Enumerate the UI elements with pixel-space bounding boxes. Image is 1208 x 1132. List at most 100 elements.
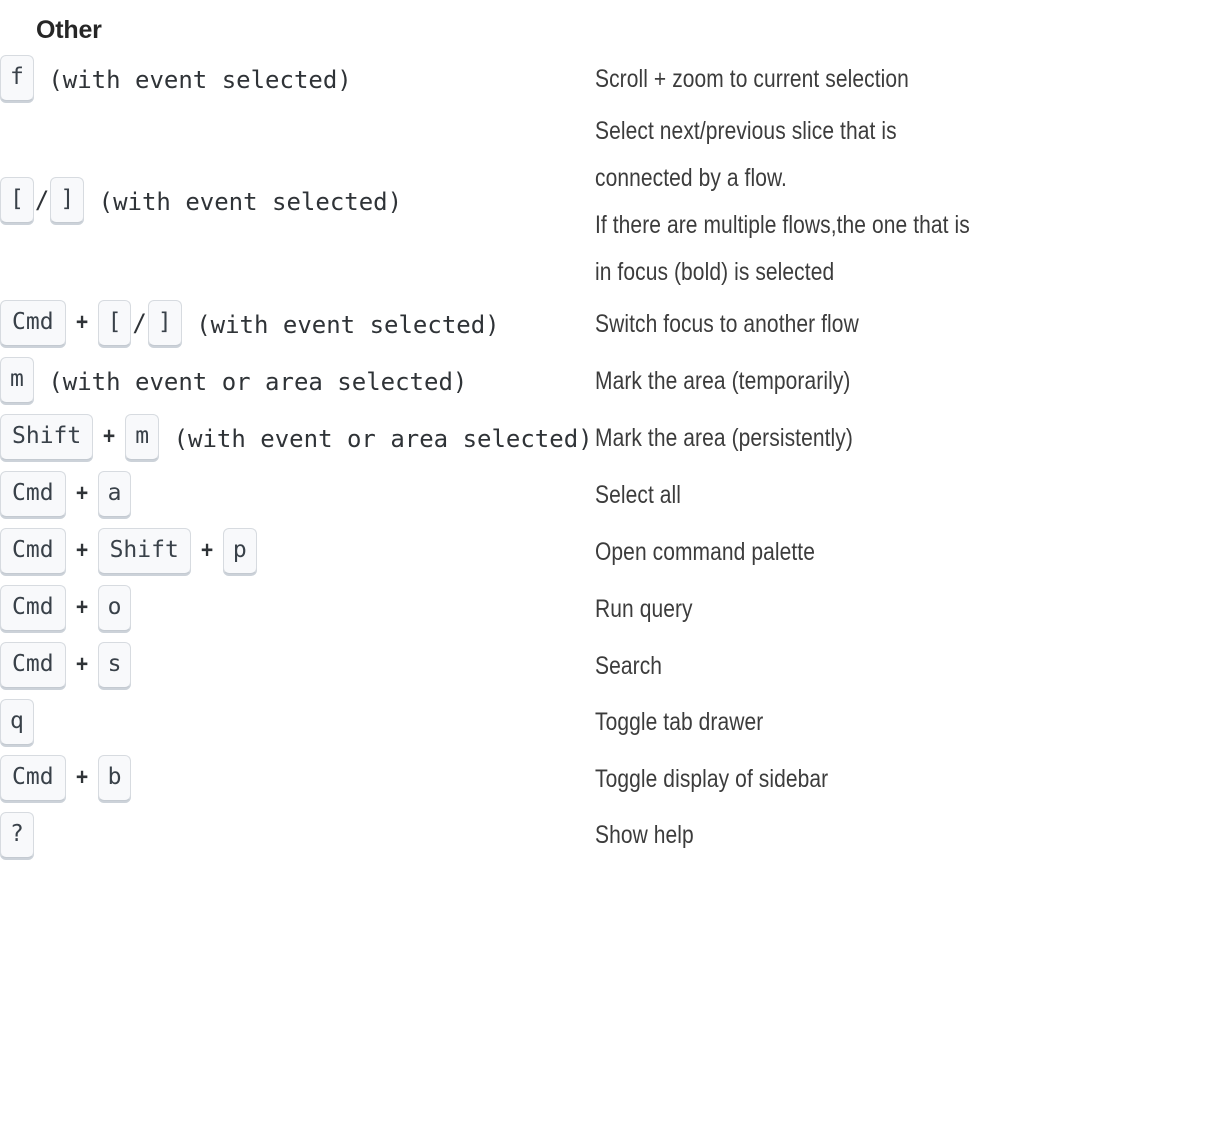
shortcut-key-combination: ?: [0, 808, 595, 864]
keycap-bracket-left[interactable]: [: [0, 177, 34, 223]
keycap-bracket-right[interactable]: ]: [50, 177, 85, 223]
shortcut-context-note: (with event selected): [196, 310, 500, 339]
shortcut-keys-cell: Cmd+o: [0, 581, 595, 638]
shortcut-description-line: Open command palette: [595, 537, 815, 566]
key-plus-separator: +: [75, 308, 88, 336]
keycap-a[interactable]: a: [97, 470, 132, 517]
shortcut-description: Mark the area (temporarily): [595, 358, 1208, 405]
shortcut-description: Toggle tab drawer: [595, 699, 1208, 746]
shortcut-description-line: connected by a flow.: [595, 163, 787, 192]
shortcut-row-show-help: ? Show help: [0, 808, 1208, 864]
keycap-cmd[interactable]: Cmd: [0, 641, 66, 688]
shortcut-description-cell: Switch focus to another flow: [595, 296, 1208, 353]
shortcut-key-combination: Cmd + s: [0, 638, 595, 695]
shortcut-description-line: Toggle tab drawer: [595, 708, 764, 736]
key-slash-separator: /: [132, 308, 147, 337]
shortcut-keys-cell: m (with event or area selected): [0, 353, 595, 410]
shortcut-key-combination: q: [0, 695, 595, 751]
shortcut-description: Mark the area (persistently): [595, 415, 1208, 462]
keycap-m[interactable]: m: [0, 356, 34, 403]
shortcut-description-cell: Search: [595, 638, 1208, 695]
keycap-p[interactable]: p: [222, 527, 257, 574]
section-heading-other: Other: [36, 16, 102, 44]
key-slash-separator: /: [34, 186, 50, 214]
shortcut-key-combination: Shift+m (with event or area selected): [0, 410, 595, 467]
keycap-cmd[interactable]: Cmd: [0, 470, 66, 517]
shortcut-description-cell: Mark the area (temporarily): [595, 353, 1208, 410]
shortcut-description: Show help: [595, 812, 1208, 859]
shortcut-key-combination: Cmd+a: [0, 467, 595, 524]
shortcut-description-line: in focus (bold) is selected: [595, 257, 835, 286]
shortcut-key-combination: [/] (with event selected): [0, 173, 595, 230]
shortcut-row-focus-selection: f (with event selected)Scroll + zoom to …: [0, 51, 1208, 108]
shortcut-description-cell: Select next/previous slice that is connec…: [595, 108, 1208, 296]
shortcut-row-toggle-sidebar: Cmd + b Toggle display of sidebar: [0, 751, 1208, 808]
shortcut-description: Switch focus to another flow: [595, 301, 1208, 348]
shortcut-description-cell: Show help: [595, 808, 1208, 864]
keycap-o[interactable]: o: [97, 584, 132, 631]
shortcut-description-line: Run query: [595, 594, 693, 623]
keycap-f[interactable]: f: [0, 54, 34, 101]
shortcut-keys-cell: Cmd+a: [0, 467, 595, 524]
shortcut-description: Toggle display of sidebar: [595, 756, 1208, 803]
key-plus-separator: +: [103, 422, 116, 450]
shortcut-key-combination: Cmd + b: [0, 751, 595, 808]
shortcut-keys-cell: ?: [0, 808, 595, 864]
shortcut-description-line: Scroll + zoom to current selection: [595, 64, 909, 93]
shortcut-row-mark-area-temporary: m (with event or area selected)Mark the …: [0, 353, 1208, 410]
shortcut-description-line: Toggle display of sidebar: [595, 764, 829, 793]
keycap-cmd[interactable]: Cmd: [0, 527, 66, 574]
shortcut-row-switch-flow-focus: Cmd + [/] (with event selected) Switch focu…: [0, 296, 1208, 353]
shortcut-keys-cell: Cmd + b: [0, 751, 595, 808]
keycap-m[interactable]: m: [125, 413, 160, 460]
keyboard-shortcuts-help-panel: Other f (with event selected)Scroll + zo…: [0, 16, 1208, 864]
keycap-bracket-right[interactable]: ]: [147, 299, 182, 346]
shortcut-key-combination: Cmd + [/] (with event selected): [0, 296, 595, 353]
keycap-cmd[interactable]: Cmd: [0, 754, 66, 801]
shortcut-description-line: Select next/previous slice that is: [595, 116, 897, 145]
shortcut-key-combination: m (with event or area selected): [0, 353, 595, 410]
keycap-q[interactable]: q: [0, 698, 34, 745]
shortcut-description-cell: Mark the area (persistently): [595, 410, 1208, 467]
shortcut-description: Search: [595, 643, 1208, 690]
shortcut-keys-cell: Shift+m (with event or area selected): [0, 410, 595, 467]
shortcut-description-line: Search: [595, 651, 663, 680]
keycap-bracket-left[interactable]: [: [97, 299, 132, 346]
shortcut-description: Select all: [595, 472, 1208, 519]
shortcut-description-cell: Toggle tab drawer: [595, 695, 1208, 751]
keycap-shift[interactable]: Shift: [0, 413, 94, 460]
keycap-shift[interactable]: Shift: [97, 527, 191, 574]
shortcut-context-note: (with event selected): [98, 188, 403, 216]
shortcut-description-cell: Toggle display of sidebar: [595, 751, 1208, 808]
shortcut-row-search: Cmd + s Search: [0, 638, 1208, 695]
shortcut-key-combination: Cmd + Shift + p: [0, 524, 595, 581]
keycap-question-mark[interactable]: ?: [0, 811, 34, 858]
shortcut-row-next-prev-slice: [/] (with event selected)Select next/pre…: [0, 108, 1208, 296]
shortcut-keys-cell: Cmd + [/] (with event selected): [0, 296, 595, 353]
shortcut-row-mark-area-persistent: Shift+m (with event or area selected)Mar…: [0, 410, 1208, 467]
keycap-cmd[interactable]: Cmd: [0, 299, 66, 346]
keycap-s[interactable]: s: [97, 641, 132, 688]
shortcut-description: Select next/previous slice that is connec…: [595, 108, 1208, 296]
shortcut-key-combination: f (with event selected): [0, 51, 595, 108]
key-plus-separator: +: [75, 650, 88, 678]
key-plus-separator: +: [75, 763, 88, 791]
shortcut-keys-cell: f (with event selected): [0, 51, 595, 108]
shortcut-context-note: (with event or area selected): [48, 367, 468, 396]
shortcut-keys-cell: [/] (with event selected): [0, 108, 595, 296]
shortcut-description-cell: Scroll + zoom to current selection: [595, 51, 1208, 108]
shortcut-keys-cell: q: [0, 695, 595, 751]
shortcut-description-cell: Open command palette: [595, 524, 1208, 581]
shortcut-keys-cell: Cmd + s: [0, 638, 595, 695]
shortcut-description-line: Select all: [595, 480, 682, 509]
key-plus-separator: +: [75, 536, 88, 564]
shortcut-context-note: (with event selected): [48, 65, 352, 94]
shortcut-description: Scroll + zoom to current selection: [595, 56, 1208, 103]
shortcut-description-line: Mark the area (temporarily): [595, 366, 851, 395]
keycap-b[interactable]: b: [97, 754, 132, 801]
shortcut-description-cell: Select all: [595, 467, 1208, 524]
keycap-cmd[interactable]: Cmd: [0, 584, 66, 631]
key-plus-separator: +: [200, 536, 213, 564]
